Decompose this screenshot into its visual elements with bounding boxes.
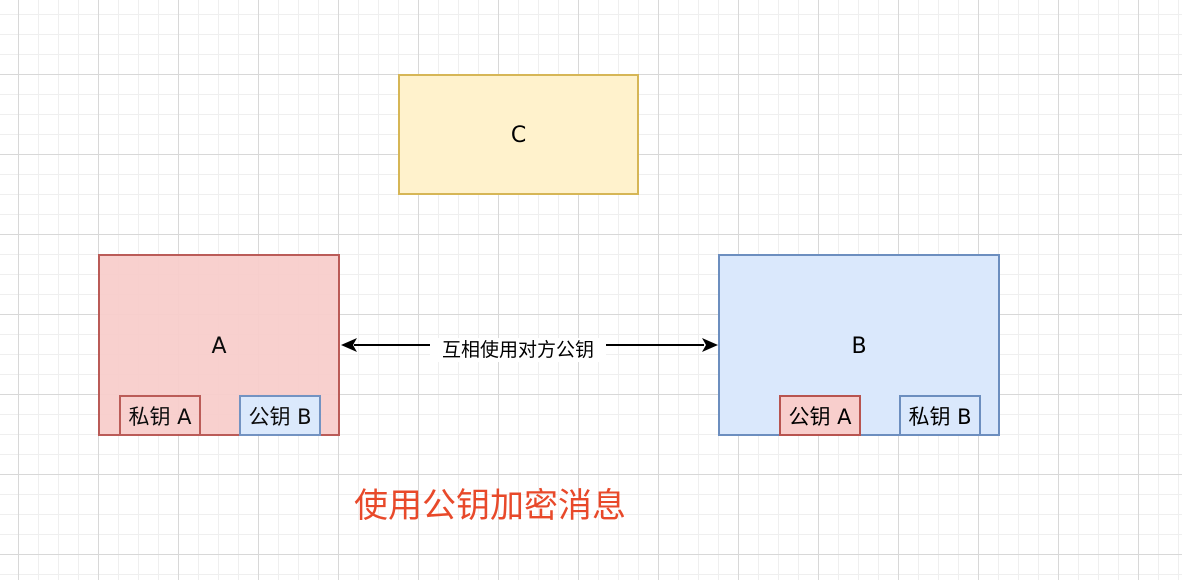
caption: 使用公钥加密消息 — [354, 486, 626, 526]
node-b-public-key-a[interactable]: 公钥 A — [779, 395, 861, 436]
arrow-head-right-icon — [702, 338, 718, 352]
arrow-head-left-icon — [341, 338, 357, 352]
node-a-public-key-b[interactable]: 公钥 B — [239, 395, 321, 436]
node-a-label: A — [211, 334, 227, 359]
node-b-public-key-a-label: 公钥 A — [788, 404, 852, 429]
node-b-private-key-b-label: 私钥 B — [908, 404, 972, 429]
node-b[interactable]: B 公钥 A 私钥 B — [718, 254, 1000, 436]
node-b-private-key-b[interactable]: 私钥 B — [899, 395, 981, 436]
node-c-label: C — [510, 123, 527, 148]
edge-label: 互相使用对方公钥 — [430, 338, 606, 362]
node-b-label: B — [851, 334, 867, 359]
node-a-public-key-b-label: 公钥 B — [248, 404, 312, 429]
node-a-private-key-a[interactable]: 私钥 A — [119, 395, 201, 436]
node-c[interactable]: C — [398, 74, 639, 195]
node-a-private-key-a-label: 私钥 A — [128, 404, 192, 429]
node-a[interactable]: A 私钥 A 公钥 B — [98, 254, 340, 436]
